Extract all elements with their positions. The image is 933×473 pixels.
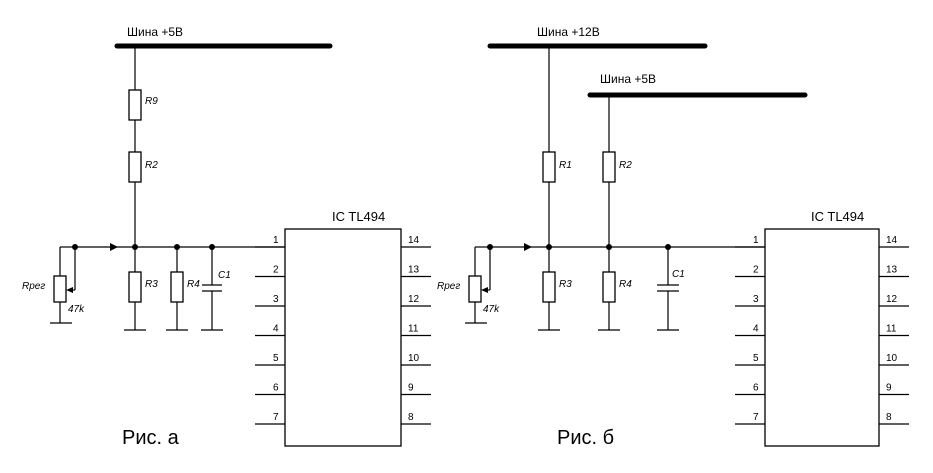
ic-pin-number-left: 7 [273,412,279,423]
diagram-a: Шина +5В R9 R2 Rрег 47k R3 [22,25,431,449]
ic-pin-number-left: 5 [273,353,279,364]
ic-pin-number-right: 8 [408,412,414,423]
potentiometer-a [53,275,67,303]
resistor-r9 [128,89,142,121]
diagram-b: Шина +12В Шина +5В R1 R2 Rрег 47k [437,25,909,449]
ic-pin-number-left: 2 [273,265,279,276]
pot-b-value: 47k [483,304,500,315]
ic-pin-number-left: 4 [753,324,759,335]
resistor-r1-b [542,151,556,183]
resistor-r2-a [128,151,142,183]
r2-b-label: R2 [619,160,632,171]
ic-tl494-b [764,228,880,447]
potentiometer-b [468,275,482,303]
ic-pin-number-left: 2 [753,265,759,276]
ic-pin-number-right: 10 [886,353,898,364]
ic-pin-number-right: 11 [408,324,419,335]
caption-b: Рис. б [557,427,614,449]
r3-a-label: R3 [145,279,158,290]
pot-a-value: 47k [68,304,85,315]
ic-pin-number-right: 9 [886,383,892,394]
resistor-r4-a [170,271,184,303]
ic-pin-number-right: 9 [408,383,414,394]
ic-pin-number-right: 14 [886,235,898,246]
resistor-r4-b [602,271,616,303]
r4-b-label: R4 [619,279,632,290]
ic-pin-number-left: 6 [753,383,759,394]
ic-pin-number-right: 13 [886,265,898,276]
ic-pin-number-left: 1 [273,235,279,246]
pot-a-label: Rрег [22,281,45,292]
ic-pin-number-right: 14 [408,235,420,246]
c1-b-label: C1 [672,269,685,280]
ic-tl494-a [284,228,402,447]
resistor-r3-a [128,271,142,303]
ic-pin-number-left: 7 [753,412,759,423]
r2-a-label: R2 [145,160,158,171]
r4-a-label: R4 [187,279,200,290]
ic-pin-number-left: 4 [273,324,279,335]
r1-b-label: R1 [559,160,572,171]
r9-label: R9 [145,96,158,107]
ic-pin-number-right: 12 [408,294,420,305]
pot-b-label: Rрег [437,281,460,292]
bus-12v-b-label: Шина +12В [537,25,600,39]
ic-pin-number-right: 11 [886,324,897,335]
caption-a: Рис. а [122,427,180,449]
ic-pin-number-right: 13 [408,265,420,276]
ic-pin-number-right: 12 [886,294,898,305]
ic-pin-number-left: 3 [753,294,759,305]
bus-5v-a-label: Шина +5В [127,25,183,39]
arrow-b-1 [524,243,532,251]
resistor-r2-b [602,151,616,183]
arrow-a-1 [110,243,118,251]
ic-b-label: IC TL494 [811,209,864,224]
ic-pin-number-left: 1 [753,235,759,246]
ic-pin-number-left: 3 [273,294,279,305]
r3-b-label: R3 [559,279,572,290]
ic-pin-number-right: 10 [408,353,420,364]
resistor-r3-b [542,271,556,303]
bus-5v-b-label: Шина +5В [600,72,656,86]
c1-a-label: C1 [218,270,231,281]
ic-pin-number-left: 6 [273,383,279,394]
ic-pin-number-left: 5 [753,353,759,364]
ic-a-label: IC TL494 [332,209,385,224]
ic-pin-number-right: 8 [886,412,892,423]
